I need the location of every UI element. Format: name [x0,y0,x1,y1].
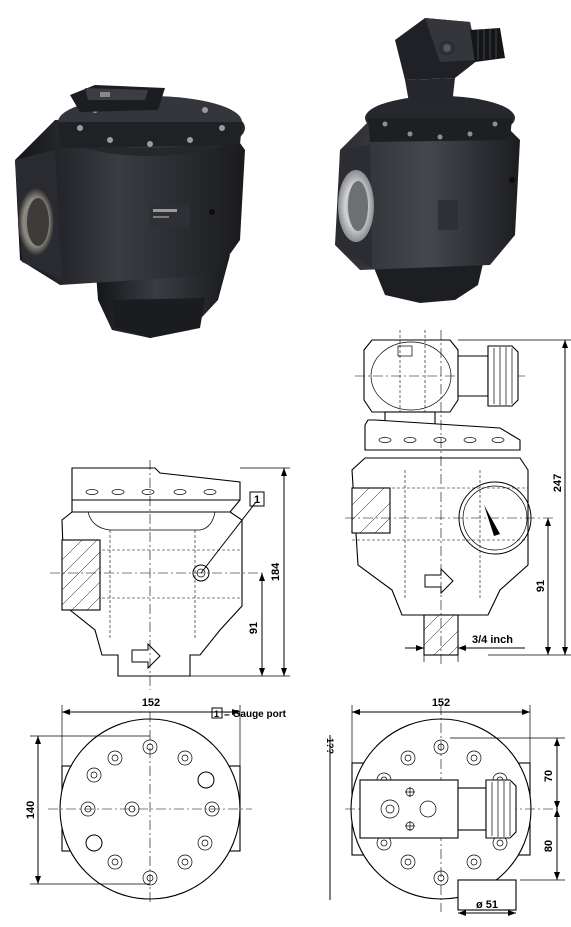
width-dimension-right: 152 [432,697,450,709]
gauge-port-legend: = Gauge port [224,709,287,720]
total-height-dimension: 247 [552,474,564,492]
lower-offset-dimension: 80 [543,840,555,852]
upper-offset-dimension: 70 [543,770,555,782]
top-view-solenoid-drawing: 152 1?? 70 80 ø 51 [325,697,565,916]
diameter-dimension: ø 51 [476,899,498,911]
port-size-dimension: 3/4 inch [472,634,513,646]
depth-dimension: 140 [25,801,37,819]
gauge-port-callout: 1 [254,494,260,506]
valve-photo-right [335,18,520,303]
top-view-drawing: 152 140 1 = Gauge port [25,697,287,905]
front-view-solenoid-drawing: 247 91 3/4 inch [345,330,571,665]
lower-height-dimension: 91 [248,622,260,634]
width-dimension: 152 [142,697,160,709]
partial-depth-dimension: 1?? [325,738,335,754]
front-view-drawing: 1 184 91 [50,460,290,690]
height-dimension: 184 [270,562,282,581]
lower-height-dimension-right: 91 [535,580,547,592]
valve-photo-left [15,85,245,338]
legend-box-number: 1 [214,709,219,719]
